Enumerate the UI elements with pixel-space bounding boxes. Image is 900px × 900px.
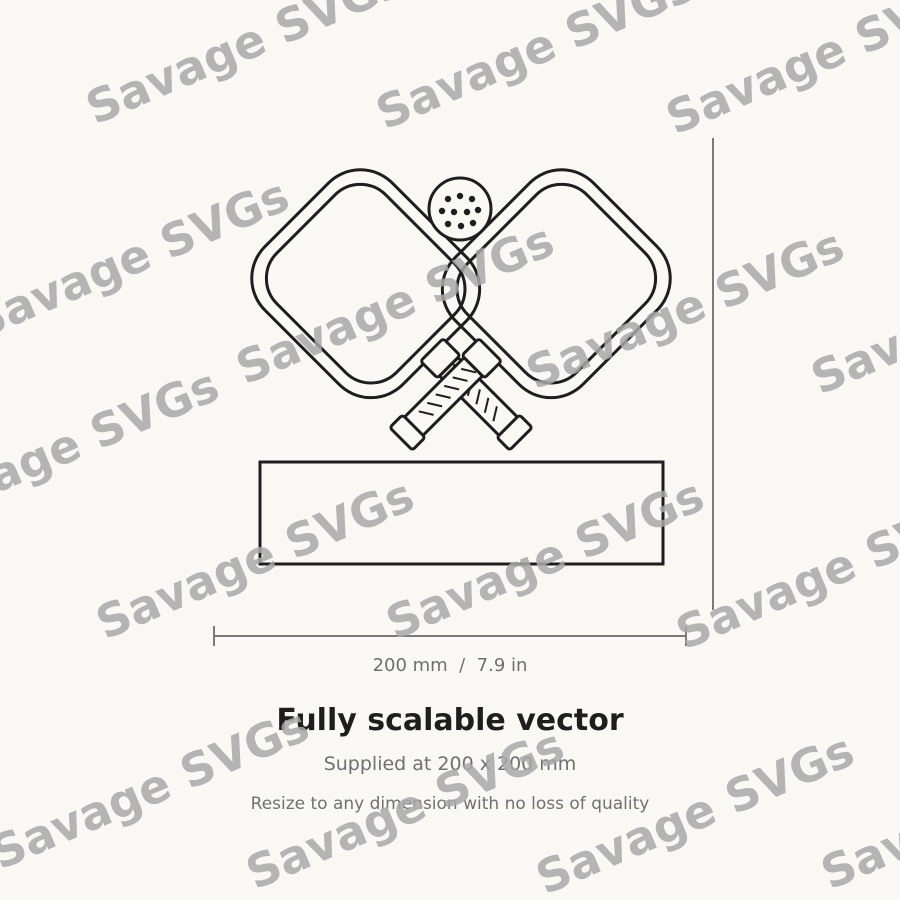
quality-note: Resize to any dimension with no loss of … (250, 794, 650, 814)
ball-icon (427, 176, 493, 242)
width-dimension-rule (213, 626, 687, 646)
base-plate (258, 460, 665, 566)
paddle-left-icon (231, 149, 587, 505)
supplied-size-text: Supplied at 200 x 200 mm (323, 753, 577, 775)
paddle-right-icon (335, 149, 691, 505)
headline: Fully scalable vector (276, 703, 624, 738)
dimension-label: 200 mm / 7.9 in (372, 655, 528, 676)
